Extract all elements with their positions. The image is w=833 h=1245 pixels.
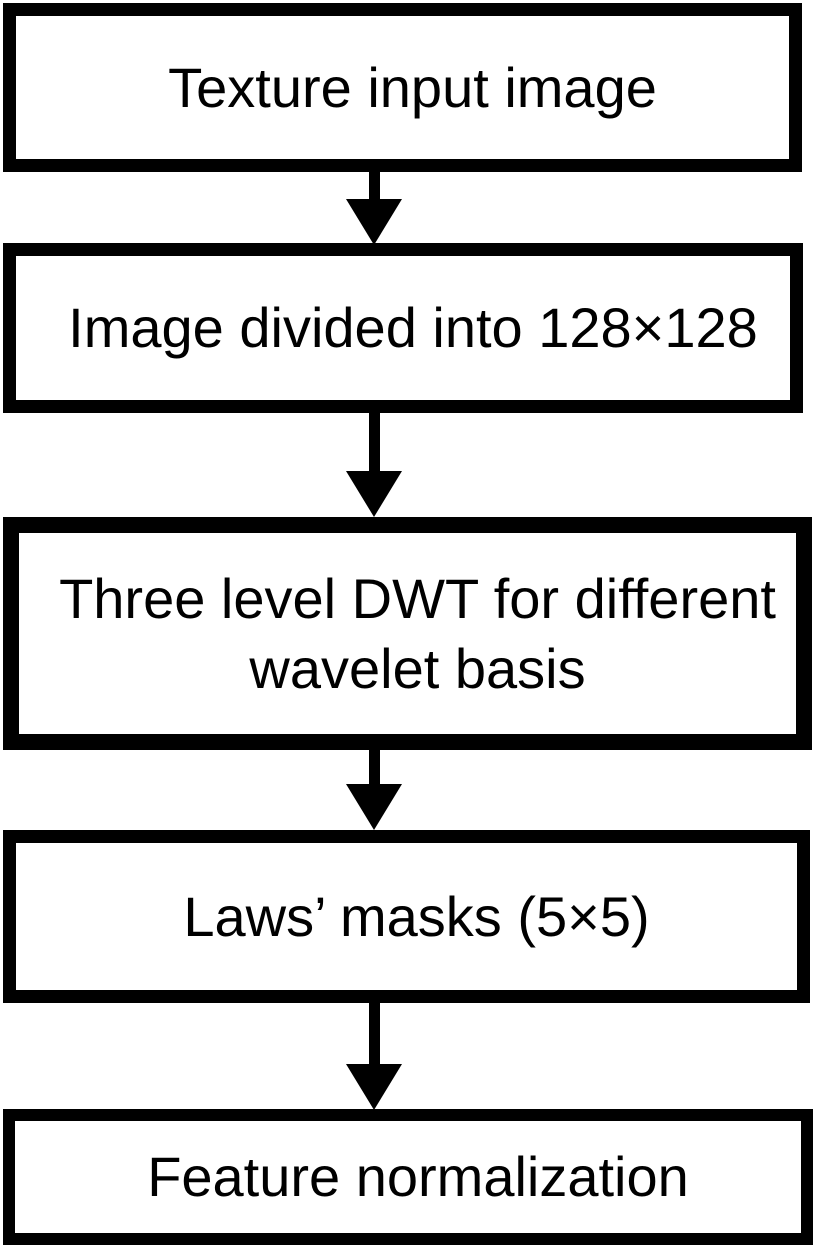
node-label: Feature normalization xyxy=(147,1145,689,1208)
down-arrow-icon xyxy=(346,1003,402,1110)
node-label: Laws’ masks (5×5) xyxy=(183,884,650,948)
arrow-head xyxy=(346,1064,402,1110)
down-arrow-icon xyxy=(346,413,402,517)
flow-node-image-divided-128x128: Image divided into 128×128 xyxy=(3,243,803,413)
down-arrow-icon xyxy=(346,750,402,830)
arrow-head xyxy=(346,199,402,245)
arrow-stem xyxy=(368,413,380,471)
flow-node-feature-normalization: Feature normalization xyxy=(3,1109,813,1245)
down-arrow-icon xyxy=(346,172,402,245)
arrow-stem xyxy=(368,750,380,784)
arrow-head xyxy=(346,471,402,517)
arrow-head xyxy=(346,784,402,830)
flow-node-laws-masks-5x5: Laws’ masks (5×5) xyxy=(3,830,810,1003)
arrow-stem xyxy=(368,172,380,199)
flow-node-three-level-dwt: Three level DWT for different wavelet ba… xyxy=(3,517,812,750)
node-label: Texture input image xyxy=(168,55,657,119)
flow-node-texture-input-image: Texture input image xyxy=(3,3,802,172)
arrow-stem xyxy=(368,1003,380,1064)
node-label: Image divided into 128×128 xyxy=(68,296,758,359)
node-label: Three level DWT for different wavelet ba… xyxy=(59,566,776,700)
